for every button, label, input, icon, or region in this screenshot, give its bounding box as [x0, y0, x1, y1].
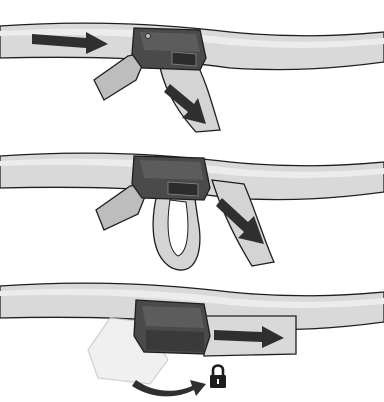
- buckle-bottom: [146, 330, 204, 352]
- buckle-face: [140, 160, 204, 180]
- buckle-rivet: [146, 34, 151, 39]
- buckle-slot: [172, 52, 196, 66]
- lock-icon: [210, 366, 226, 389]
- step-3-panel: [0, 283, 384, 396]
- step-2-panel: [0, 153, 384, 270]
- step-1-panel: [0, 23, 384, 132]
- buckle-face: [142, 306, 204, 328]
- buckle-slot: [168, 182, 198, 196]
